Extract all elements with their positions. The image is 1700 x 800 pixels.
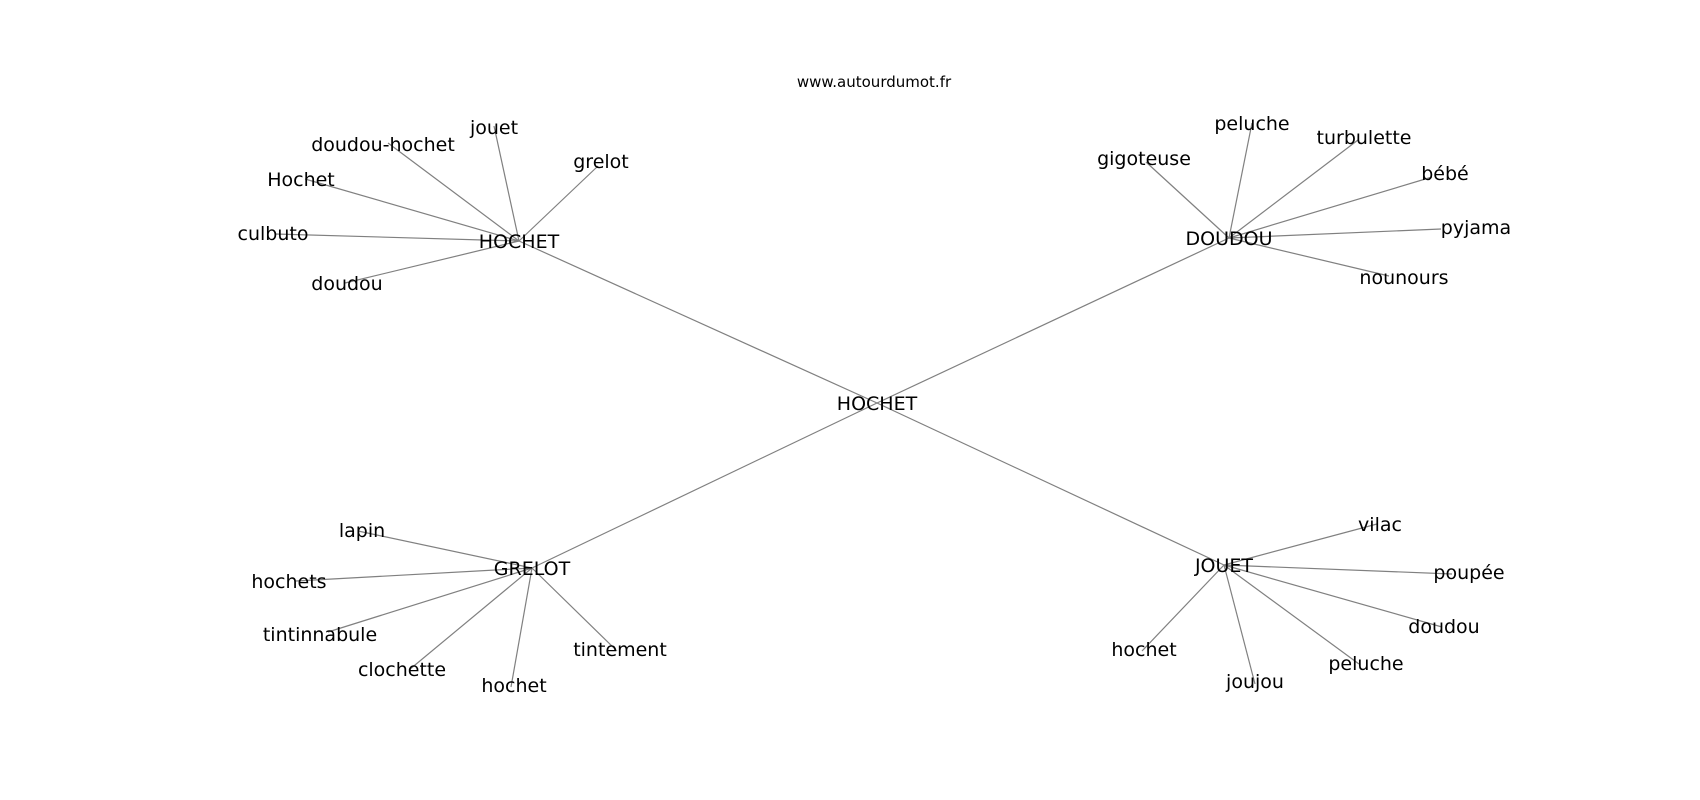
leaf-node-label: tintement	[573, 639, 667, 661]
edge-doudou-to-leaf	[1228, 237, 1390, 277]
leaf-node-label: turbulette	[1317, 127, 1412, 149]
leaf-node-label: grelot	[573, 151, 629, 173]
edges-layer	[274, 122, 1453, 688]
leaf-node-label: vilac	[1358, 514, 1402, 536]
leaf-node-label: jouet	[469, 117, 518, 139]
leaf-node-label: gigoteuse	[1097, 148, 1191, 170]
leaf-node-label: lapin	[339, 520, 385, 542]
leaf-node-label: doudou-hochet	[311, 134, 455, 156]
edge-hochet-to-leaf	[387, 142, 520, 242]
edge-doudou-to-leaf	[1228, 122, 1253, 239]
edge-jouet-to-leaf	[1141, 564, 1225, 652]
edge-jouet-to-leaf	[1223, 564, 1256, 685]
leaf-node-label: hochet	[1111, 639, 1176, 661]
leaf-node-label: hochets	[251, 571, 326, 593]
leaf-node-label: doudou	[1408, 616, 1479, 638]
hub-node-label-jouet: JOUET	[1194, 555, 1253, 577]
hub-node-label-doudou: DOUDOU	[1186, 228, 1273, 250]
leaf-node-label: poupée	[1433, 562, 1504, 584]
edge-doudou-to-leaf	[1228, 176, 1433, 239]
edge-center-to-grelot	[531, 402, 878, 569]
edge-hochet-to-leaf	[344, 240, 520, 284]
leaf-node-label: hochet	[481, 675, 546, 697]
leaf-node-label: Hochet	[267, 169, 335, 191]
leaf-node-label: culbuto	[238, 223, 309, 245]
edge-jouet-to-leaf	[1223, 564, 1453, 575]
hub-node-label-grelot: GRELOT	[494, 558, 571, 580]
leaf-node-label: bébé	[1421, 163, 1469, 185]
center-node-label: HOCHET	[837, 393, 918, 415]
edge-grelot-to-leaf	[510, 567, 533, 688]
leaf-node-label: doudou	[311, 273, 382, 295]
leaf-node-label: clochette	[358, 659, 446, 681]
edge-jouet-to-leaf	[1223, 523, 1378, 566]
edge-jouet-to-leaf	[1223, 564, 1360, 665]
edge-doudou-to-leaf	[1228, 228, 1442, 239]
edge-grelot-to-leaf	[327, 567, 533, 633]
edge-doudou-to-leaf	[1228, 139, 1359, 239]
edge-center-to-doudou	[876, 237, 1230, 404]
edge-center-to-jouet	[876, 402, 1225, 566]
edge-grelot-to-leaf	[408, 567, 533, 671]
edge-hochet-to-leaf	[274, 233, 520, 242]
edge-grelot-to-leaf	[531, 567, 618, 652]
edge-hochet-to-leaf	[304, 178, 520, 242]
leaf-node-label: tintinnabule	[263, 624, 377, 646]
leaf-node-label: peluche	[1328, 653, 1403, 675]
edge-hochet-to-leaf	[518, 165, 599, 242]
leaf-node-label: nounours	[1359, 267, 1448, 289]
leaf-node-label: pyjama	[1441, 217, 1511, 239]
edge-grelot-to-leaf	[295, 567, 533, 582]
edge-doudou-to-leaf	[1145, 161, 1230, 239]
site-url-label: www.autourdumot.fr	[797, 73, 952, 91]
leaf-node-label: peluche	[1214, 113, 1289, 135]
hub-node-label-hochet: HOCHET	[479, 231, 560, 253]
edge-jouet-to-leaf	[1223, 564, 1443, 628]
edge-hochet-to-leaf	[493, 125, 520, 242]
edge-grelot-to-leaf	[357, 530, 533, 569]
leaf-node-label: joujou	[1225, 671, 1284, 693]
edge-center-to-hochet	[518, 240, 878, 404]
